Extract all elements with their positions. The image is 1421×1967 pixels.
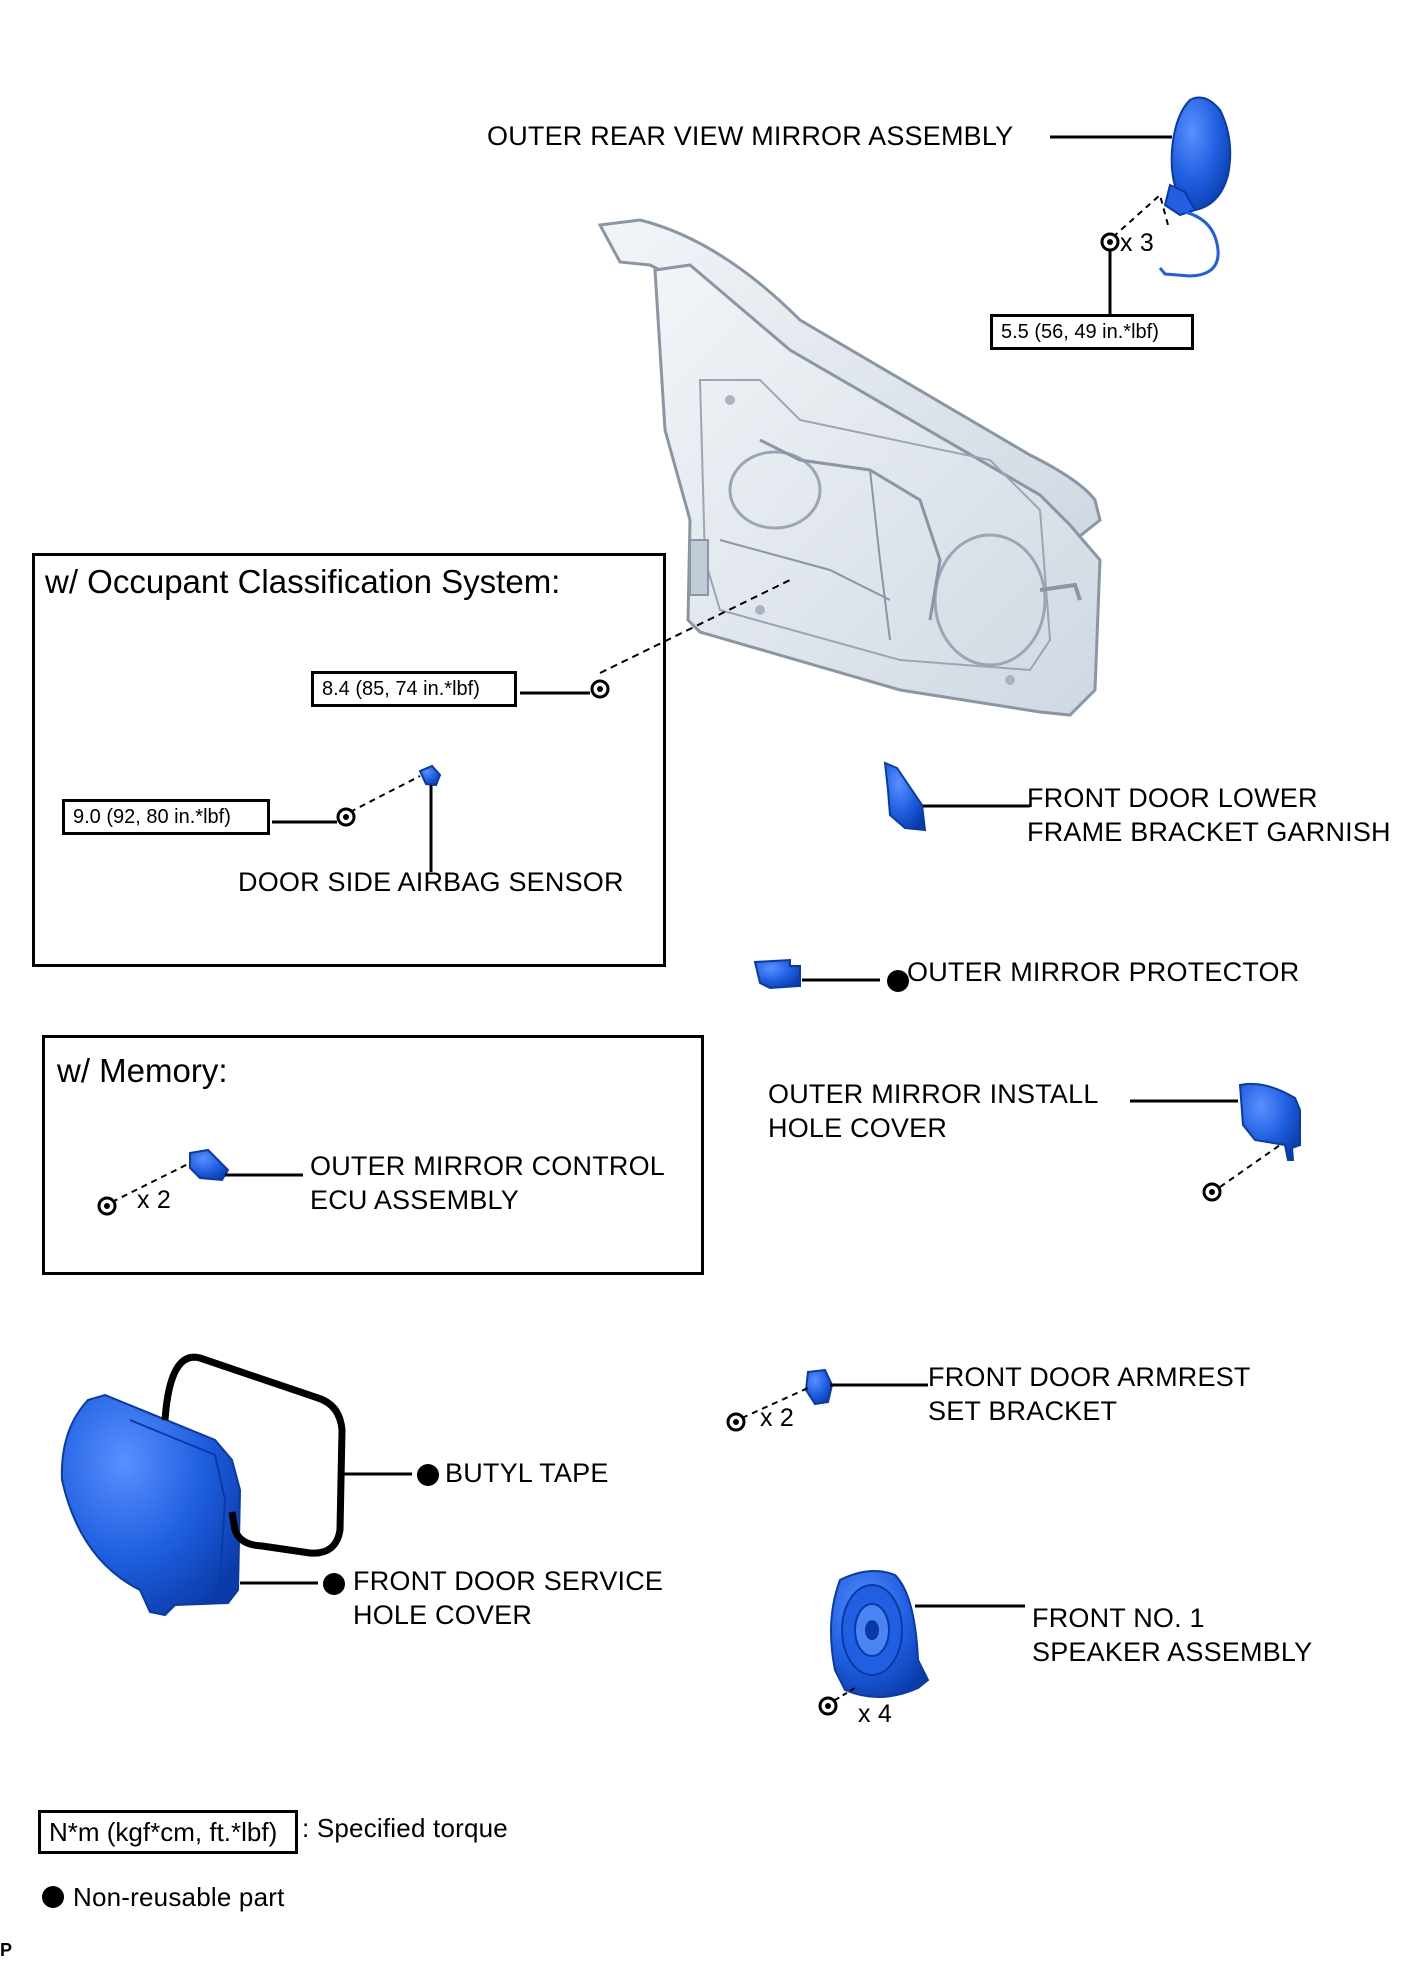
outer-mirror-protector-part <box>753 958 801 990</box>
non-reusable-dot <box>417 1464 439 1486</box>
front-door-service-hole-cover-part <box>60 1393 242 1617</box>
install-hole-cover-label-2: HOLE COVER <box>768 1113 948 1143</box>
non-reusable-dot <box>887 970 909 992</box>
ecu-label-1: OUTER MIRROR CONTROL <box>310 1151 665 1181</box>
butyl-tape-label: BUTYL TAPE <box>445 1458 609 1488</box>
speaker-label-1: FRONT NO. 1 <box>1032 1603 1205 1633</box>
lower-frame-bracket-garnish-part <box>883 761 927 832</box>
outer-mirror-install-hole-cover-part <box>1238 1082 1301 1161</box>
butyl-tape-part <box>161 1353 346 1557</box>
corner-mark: P <box>0 1940 13 1960</box>
front-door-panel <box>597 218 1102 717</box>
door-side-airbag-sensor-part <box>418 764 442 787</box>
non-reusable-dot <box>323 1573 345 1595</box>
airbag-bolt-torque-upper-box: 8.4 (85, 74 in.*lbf) <box>311 671 517 707</box>
non-reusable-legend-dot <box>42 1886 64 1908</box>
door-side-airbag-sensor-label: DOOR SIDE AIRBAG SENSOR <box>238 867 624 897</box>
service-hole-cover-label-1: FRONT DOOR SERVICE <box>353 1566 664 1596</box>
memory-box <box>42 1035 704 1275</box>
ecu-bolt-count: x 2 <box>137 1186 171 1214</box>
armrest-bracket-label-2: SET BRACKET <box>928 1396 1118 1426</box>
front-no1-speaker-part <box>830 1570 930 1699</box>
legend-torque-box: N*m (kgf*cm, ft.*lbf) <box>38 1810 298 1854</box>
lower-frame-bracket-garnish-label-2: FRAME BRACKET GARNISH <box>1027 817 1391 847</box>
occupant-classification-title: w/ Occupant Classification System: <box>45 563 561 600</box>
outer-rear-view-mirror-part <box>1158 96 1232 278</box>
speaker-label-2: SPEAKER ASSEMBLY <box>1032 1637 1313 1667</box>
ecu-label-2: ECU ASSEMBLY <box>310 1185 519 1215</box>
armrest-set-bracket-part <box>804 1368 834 1406</box>
install-hole-cover-label-1: OUTER MIRROR INSTALL <box>768 1079 1099 1109</box>
outer-rear-view-mirror-label: OUTER REAR VIEW MIRROR ASSEMBLY <box>487 121 1014 151</box>
service-hole-cover-label-2: HOLE COVER <box>353 1600 533 1630</box>
occupant-classification-box <box>32 553 666 967</box>
legend-torque-desc: : Specified torque <box>302 1813 508 1843</box>
armrest-bracket-label-1: FRONT DOOR ARMREST <box>928 1362 1251 1392</box>
speaker-bolt-count: x 4 <box>858 1700 892 1728</box>
legend-non-reusable: Non-reusable part <box>73 1882 285 1912</box>
mirror-torque-box: 5.5 (56, 49 in.*lbf) <box>990 314 1194 350</box>
lower-frame-bracket-garnish-label-1: FRONT DOOR LOWER <box>1027 783 1318 813</box>
outer-mirror-protector-label: OUTER MIRROR PROTECTOR <box>907 957 1300 987</box>
armrest-bolt-count: x 2 <box>760 1404 794 1432</box>
mirror-bolt-count: x 3 <box>1120 229 1154 257</box>
airbag-bolt-torque-lower-box: 9.0 (92, 80 in.*lbf) <box>62 799 270 835</box>
memory-title: w/ Memory: <box>57 1052 228 1089</box>
